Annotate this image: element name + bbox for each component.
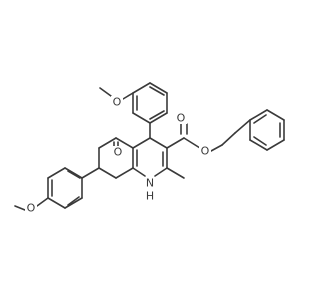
bond-ring-b-1 <box>64 167 83 179</box>
molecule-canvas: O O O O O N H <box>14 82 285 215</box>
bond-ring-c-5 <box>249 139 268 151</box>
atom-label-ester-oxygen: O <box>201 145 210 158</box>
bond-ring-a-5 <box>132 112 151 124</box>
bond-carbonyl-o <box>183 137 201 149</box>
atom-label-aryl-methoxy-oxygen: O <box>27 202 36 215</box>
bond-ring-b-1-dbl <box>67 170 81 179</box>
bond-c4a-c5 <box>115 137 134 149</box>
bond-c8-c8a <box>115 167 134 179</box>
bond-ring-c-4 <box>266 139 285 151</box>
atom-label-ring-nitrogen: N <box>146 177 154 190</box>
bond-ch2-ph <box>234 119 251 134</box>
bond-ring-b-5-dbl <box>67 196 80 206</box>
bond-methoxy-a-2 <box>99 87 112 97</box>
atom-label-methoxy-oxygen: O <box>113 96 122 109</box>
bond-methoxy-b-2 <box>14 205 26 211</box>
bond-c3-carbonyl <box>166 137 185 149</box>
atom-label-ketone-oxygen: O <box>114 146 123 159</box>
bond-o-ch2 <box>210 144 223 152</box>
bond-c2-methyl <box>166 167 185 179</box>
bond-ring-c-1 <box>249 109 268 121</box>
bond-c7-c8 <box>98 167 117 179</box>
bond-ring-b-2 <box>47 167 66 179</box>
atom-label-ester-carbonyl-oxygen: O <box>177 112 186 125</box>
bond-ring-a-2 <box>149 82 168 94</box>
bond-c5-c6 <box>98 137 117 149</box>
bond-ring-a-2-dbl <box>149 86 165 96</box>
bond-layer <box>14 82 285 211</box>
bond-ring-c-1-dbl <box>253 114 267 124</box>
bond-ring-b-4 <box>47 197 66 209</box>
bond-ch2-ch2 <box>221 132 236 146</box>
bond-methoxy-a-1 <box>122 92 134 100</box>
atom-label-layer: O O O O O N H <box>25 96 211 215</box>
bond-ring-a-4-dbl <box>149 110 165 120</box>
bond-ring-a-4 <box>149 112 168 124</box>
molecule-structure: O O O O O N H <box>14 82 285 215</box>
bond-c7-aryl <box>81 167 100 179</box>
bond-ring-b-5 <box>64 197 83 209</box>
bond-c4-c4a <box>132 137 151 149</box>
bond-methoxy-b-1 <box>36 197 49 207</box>
bond-c4-c3 <box>149 137 168 149</box>
bond-n1-c8a <box>132 167 146 177</box>
bond-ring-c-2 <box>266 109 285 121</box>
bond-ring-c-5-dbl <box>253 136 267 146</box>
atom-label-ring-nh-hydrogen: H <box>146 190 154 203</box>
bond-c2-n1 <box>154 167 168 177</box>
bond-ring-a-1 <box>132 82 151 94</box>
